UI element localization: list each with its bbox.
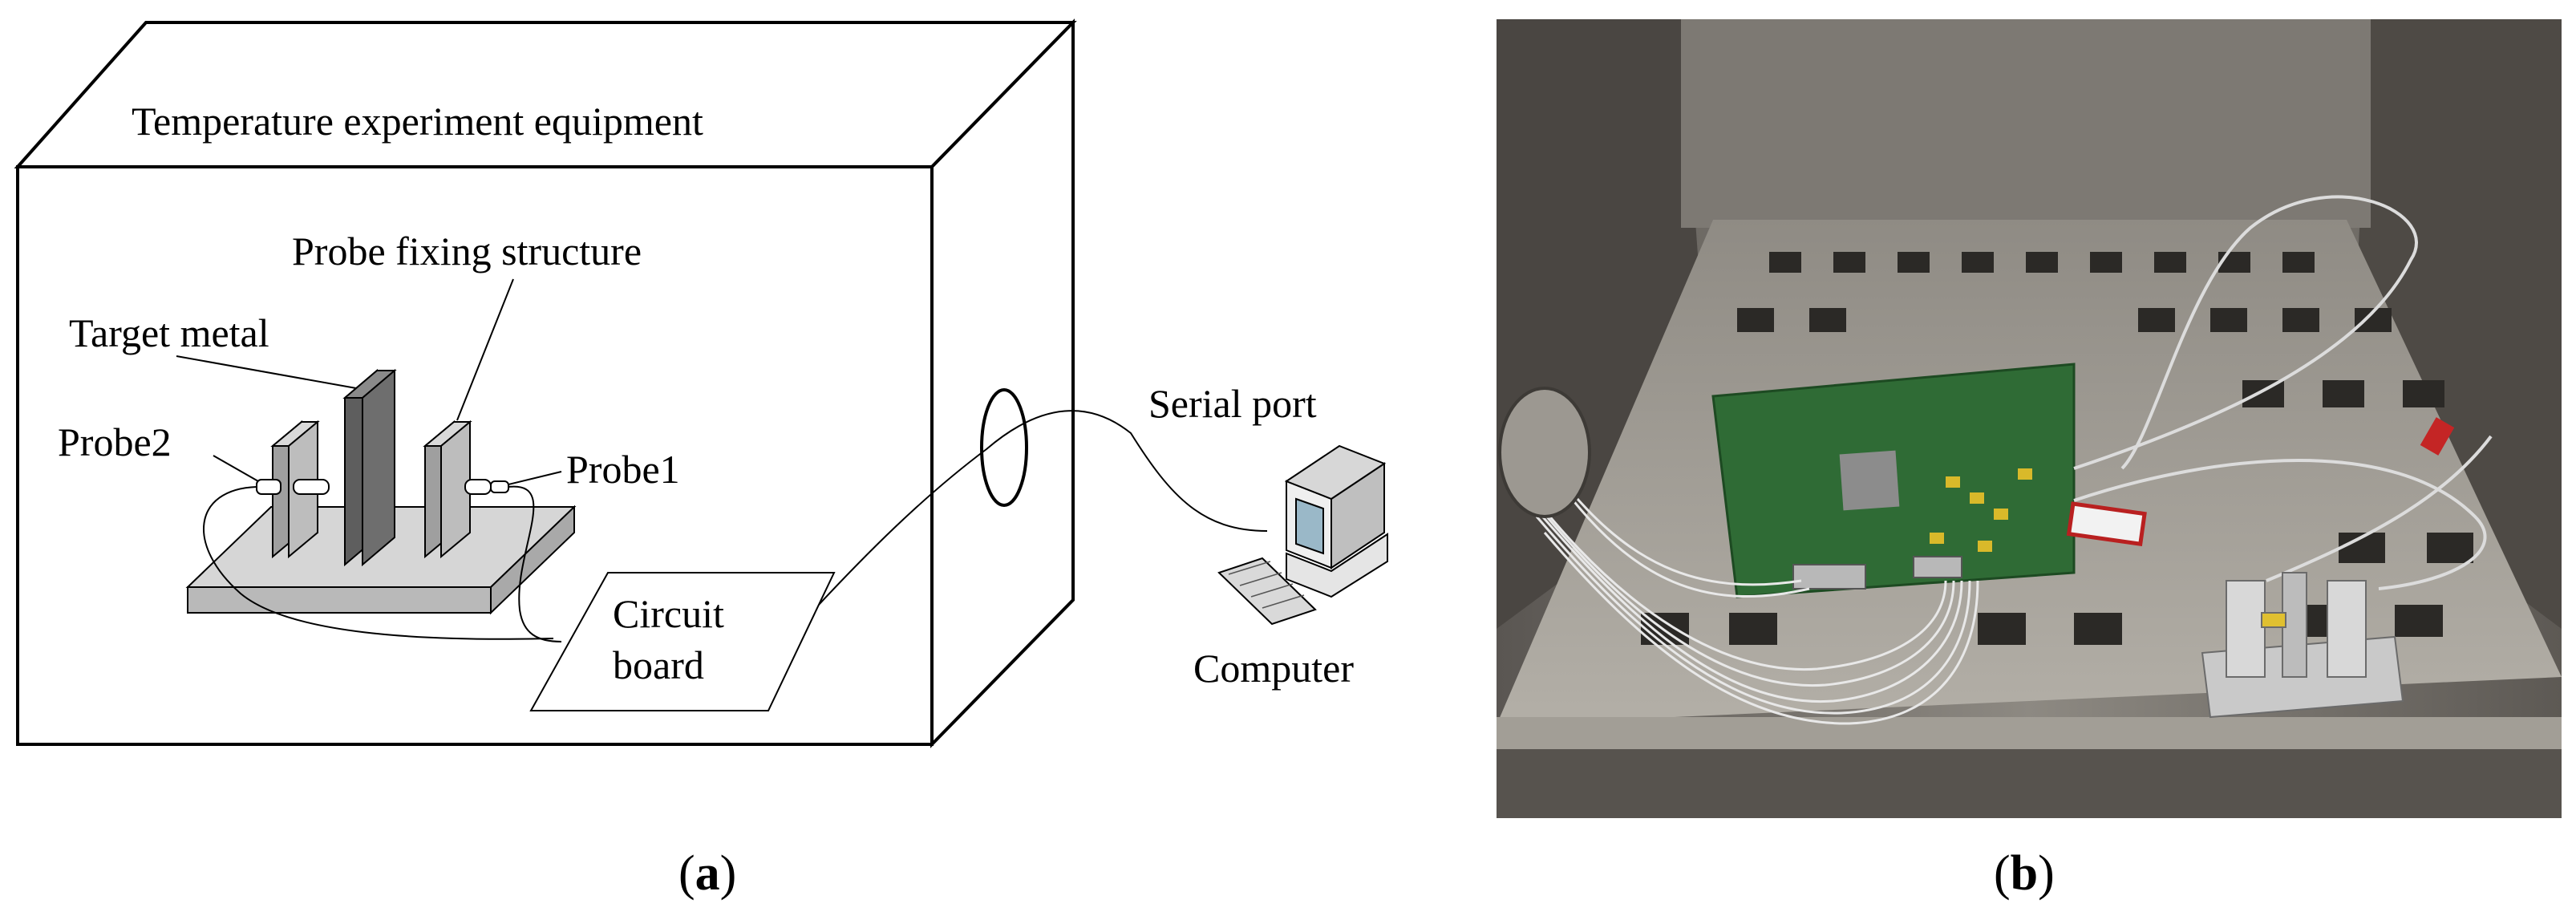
serial-port-label: Serial port: [1148, 381, 1317, 426]
probe2-leader: [213, 455, 259, 482]
probe1-label: Probe1: [566, 447, 680, 492]
pcb-tag: [2066, 501, 2147, 547]
shelf-front-rail: [1497, 717, 2562, 749]
setup-schematic: Temperature experiment equipment: [14, 18, 1388, 748]
computer-label: Computer: [1193, 646, 1354, 691]
chamber-bottom: [1497, 749, 2562, 818]
wire-bundle: [1511, 468, 1979, 725]
serial-port-opening: [980, 388, 1028, 507]
probe1-leader: [508, 471, 562, 485]
chamber-back-wall: [1681, 19, 2371, 228]
probe-holder-right: [423, 419, 472, 559]
probe-cables: [203, 410, 1268, 642]
enclosure-label: Temperature experiment equipment: [132, 99, 703, 144]
fixing-structure-leader: [456, 278, 514, 421]
wall-connector: [1498, 387, 1591, 518]
caption-b-open: (: [1994, 846, 2011, 901]
probe-1: [464, 479, 509, 495]
probe-cables-photo: [2073, 195, 2493, 590]
caption-b-close: ): [2038, 846, 2055, 901]
caption-b: (b): [1994, 845, 2055, 902]
fixing-structure-label: Probe fixing structure: [292, 229, 642, 274]
caption-a: (a): [678, 845, 736, 902]
circuit-board-label-line1: Circuit: [613, 591, 724, 636]
pcb-connector-2: [1913, 556, 1962, 578]
circuit-board: [529, 572, 836, 711]
enclosure-box: [14, 18, 1077, 748]
pcb-components: [1930, 468, 2032, 552]
target-metal-leader: [176, 355, 357, 389]
target-metal-label: Target metal: [69, 310, 269, 355]
setup-photograph: [1497, 19, 2562, 818]
circuit-board-label-line2: board: [613, 642, 704, 687]
pcb-chip: [1839, 450, 1900, 511]
pcb-connector: [1792, 564, 1866, 590]
caption-a-open: (: [678, 846, 695, 901]
caption-a-letter: a: [695, 846, 720, 901]
probe2-label: Probe2: [58, 419, 172, 464]
probe-holder-left: [270, 419, 320, 559]
cable-marker: [2420, 417, 2455, 456]
caption-b-letter: b: [2010, 846, 2039, 901]
caption-a-close: ): [719, 846, 737, 901]
target-metal: [342, 368, 397, 567]
computer-icon: [1217, 444, 1388, 626]
probe-fixture: [2201, 572, 2404, 719]
